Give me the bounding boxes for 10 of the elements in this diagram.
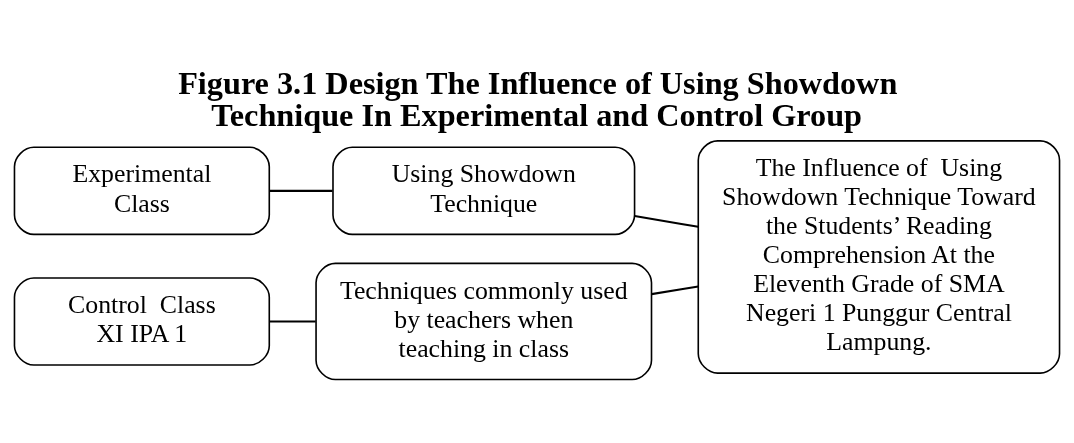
connector	[269, 189, 333, 192]
node-box: Using Showdown Technique	[332, 146, 636, 236]
node-box: The Influence of Using Showdown Technique Toward the Students’ Reading Comprehension At the Eleventh Grade of SMA Negeri 1 Punggur Central Lampung.	[697, 140, 1061, 374]
connector	[651, 285, 699, 296]
diagram-title: Figure 3.1 Design The Influence of Using Showdown Technique In Experimental and Control Group	[178, 65, 898, 134]
connector	[634, 215, 699, 228]
connector	[269, 320, 316, 323]
node-box: Experimental Class	[13, 146, 271, 236]
node-box: Control Class XI IPA 1	[13, 277, 271, 366]
node-box: Techniques commonly used by teachers when teaching in class	[315, 262, 653, 381]
